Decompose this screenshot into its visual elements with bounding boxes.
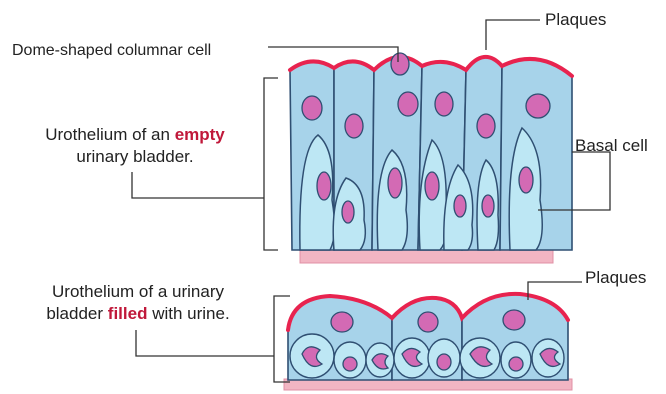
nucleus [343, 357, 357, 371]
plaques-label-bottom: Plaques [585, 268, 646, 288]
nucleus [418, 312, 438, 332]
leader-empty [132, 172, 264, 198]
nucleus [345, 114, 363, 138]
plaques-label-top: Plaques [545, 10, 606, 30]
nucleus [435, 92, 453, 116]
nucleus [519, 167, 533, 193]
nucleus [526, 94, 550, 118]
filled-bladder-caption: Urothelium of a urinary bladder filled w… [18, 281, 258, 325]
empty-caption-line2: urinary bladder. [20, 146, 250, 168]
filled-bladder-urothelium [284, 294, 572, 390]
nucleus [437, 354, 451, 370]
filled-emphasis: filled [108, 304, 148, 323]
leader-filled [136, 330, 274, 356]
nucleus [317, 172, 331, 200]
nucleus [331, 312, 353, 332]
nucleus [391, 53, 409, 75]
leader-plaques-top [486, 20, 540, 50]
empty-emphasis: empty [175, 125, 225, 144]
basal-cell-label: Basal cell [575, 136, 648, 156]
nucleus [477, 114, 495, 138]
nucleus [503, 310, 525, 330]
empty-bladder-urothelium [290, 53, 572, 263]
filled-caption-line1: Urothelium of a urinary [18, 281, 258, 303]
nucleus [425, 172, 439, 200]
dome-cell-label: Dome-shaped columnar cell [12, 41, 211, 61]
nucleus [302, 96, 322, 120]
filled-caption-prefix: bladder [46, 304, 103, 323]
empty-caption-prefix: Urothelium of an [45, 125, 170, 144]
filled-caption-line2: bladder filled with urine. [18, 303, 258, 325]
nucleus [454, 195, 466, 217]
nucleus [509, 357, 523, 371]
nucleus [482, 195, 494, 217]
empty-bladder-caption: Urothelium of an empty urinary bladder. [20, 124, 250, 168]
nucleus [342, 201, 354, 223]
nucleus [388, 168, 402, 198]
empty-caption-line1: Urothelium of an empty [20, 124, 250, 146]
nucleus [398, 92, 418, 116]
filled-caption-suffix: with urine. [152, 304, 229, 323]
leader-dome-cell [268, 47, 398, 62]
bracket-empty [264, 78, 278, 250]
basement-membrane-top [300, 249, 553, 263]
